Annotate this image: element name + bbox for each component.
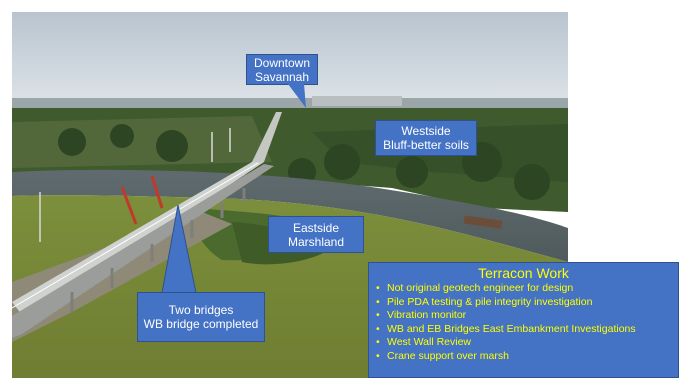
- callout-downtown-line1: Downtown: [253, 55, 311, 70]
- list-item-text: Vibration monitor: [387, 309, 467, 322]
- list-item-text: West Wall Review: [387, 336, 472, 349]
- callout-bridges-pointer: [161, 205, 197, 294]
- callout-bridges-line2: WB bridge completed: [143, 317, 259, 331]
- bullet-icon: •: [376, 309, 380, 322]
- callout-downtown-line2: Savannah: [254, 69, 310, 84]
- callout-two-bridges: Two bridges WB bridge completed: [137, 292, 265, 342]
- bullet-icon: •: [376, 322, 380, 335]
- callout-westside-line1: Westside: [401, 124, 451, 138]
- callout-eastside-line2: Marshland: [287, 234, 345, 249]
- callout-westside-line2: Bluff-better soils: [383, 138, 469, 152]
- list-item-text: Not original geotech engineer for design: [387, 282, 574, 294]
- list-item: • Not original geotech engineer for desig…: [375, 282, 672, 296]
- list-item: • WB and EB Bridges East Embankment Inves…: [375, 323, 672, 337]
- terracon-work-panel: Terracon Work • Not original geotech engi…: [368, 262, 679, 378]
- bullet-icon: •: [376, 282, 380, 294]
- list-item: • West Wall Review: [375, 336, 672, 350]
- callout-eastside-line1: Eastside: [292, 220, 340, 235]
- bullet-icon: •: [376, 336, 380, 349]
- list-item: • Crane support over marsh: [375, 350, 672, 364]
- callout-downtown-savannah: Downtown Savannah: [246, 54, 318, 85]
- callout-eastside: Eastside Marshland: [268, 216, 364, 253]
- callout-westside: Westside Bluff-better soils: [375, 120, 477, 156]
- list-item: • Pile PDA testing & pile integrity inves…: [375, 296, 672, 310]
- bullet-icon: •: [376, 295, 380, 308]
- callout-bridges-line1: Two bridges: [168, 303, 234, 317]
- list-item-text: Crane support over marsh: [387, 349, 509, 362]
- list-item: • Vibration monitor: [375, 309, 672, 323]
- bullet-icon: •: [376, 349, 380, 362]
- terracon-work-list: • Not original geotech engineer for desig…: [375, 282, 672, 364]
- callout-downtown-pointer: [288, 84, 306, 108]
- terracon-work-title: Terracon Work: [478, 265, 569, 281]
- list-item-text: Pile PDA testing & pile integrity invest…: [387, 295, 593, 308]
- list-item-text: WB and EB Bridges East Embankment Invest…: [387, 322, 636, 335]
